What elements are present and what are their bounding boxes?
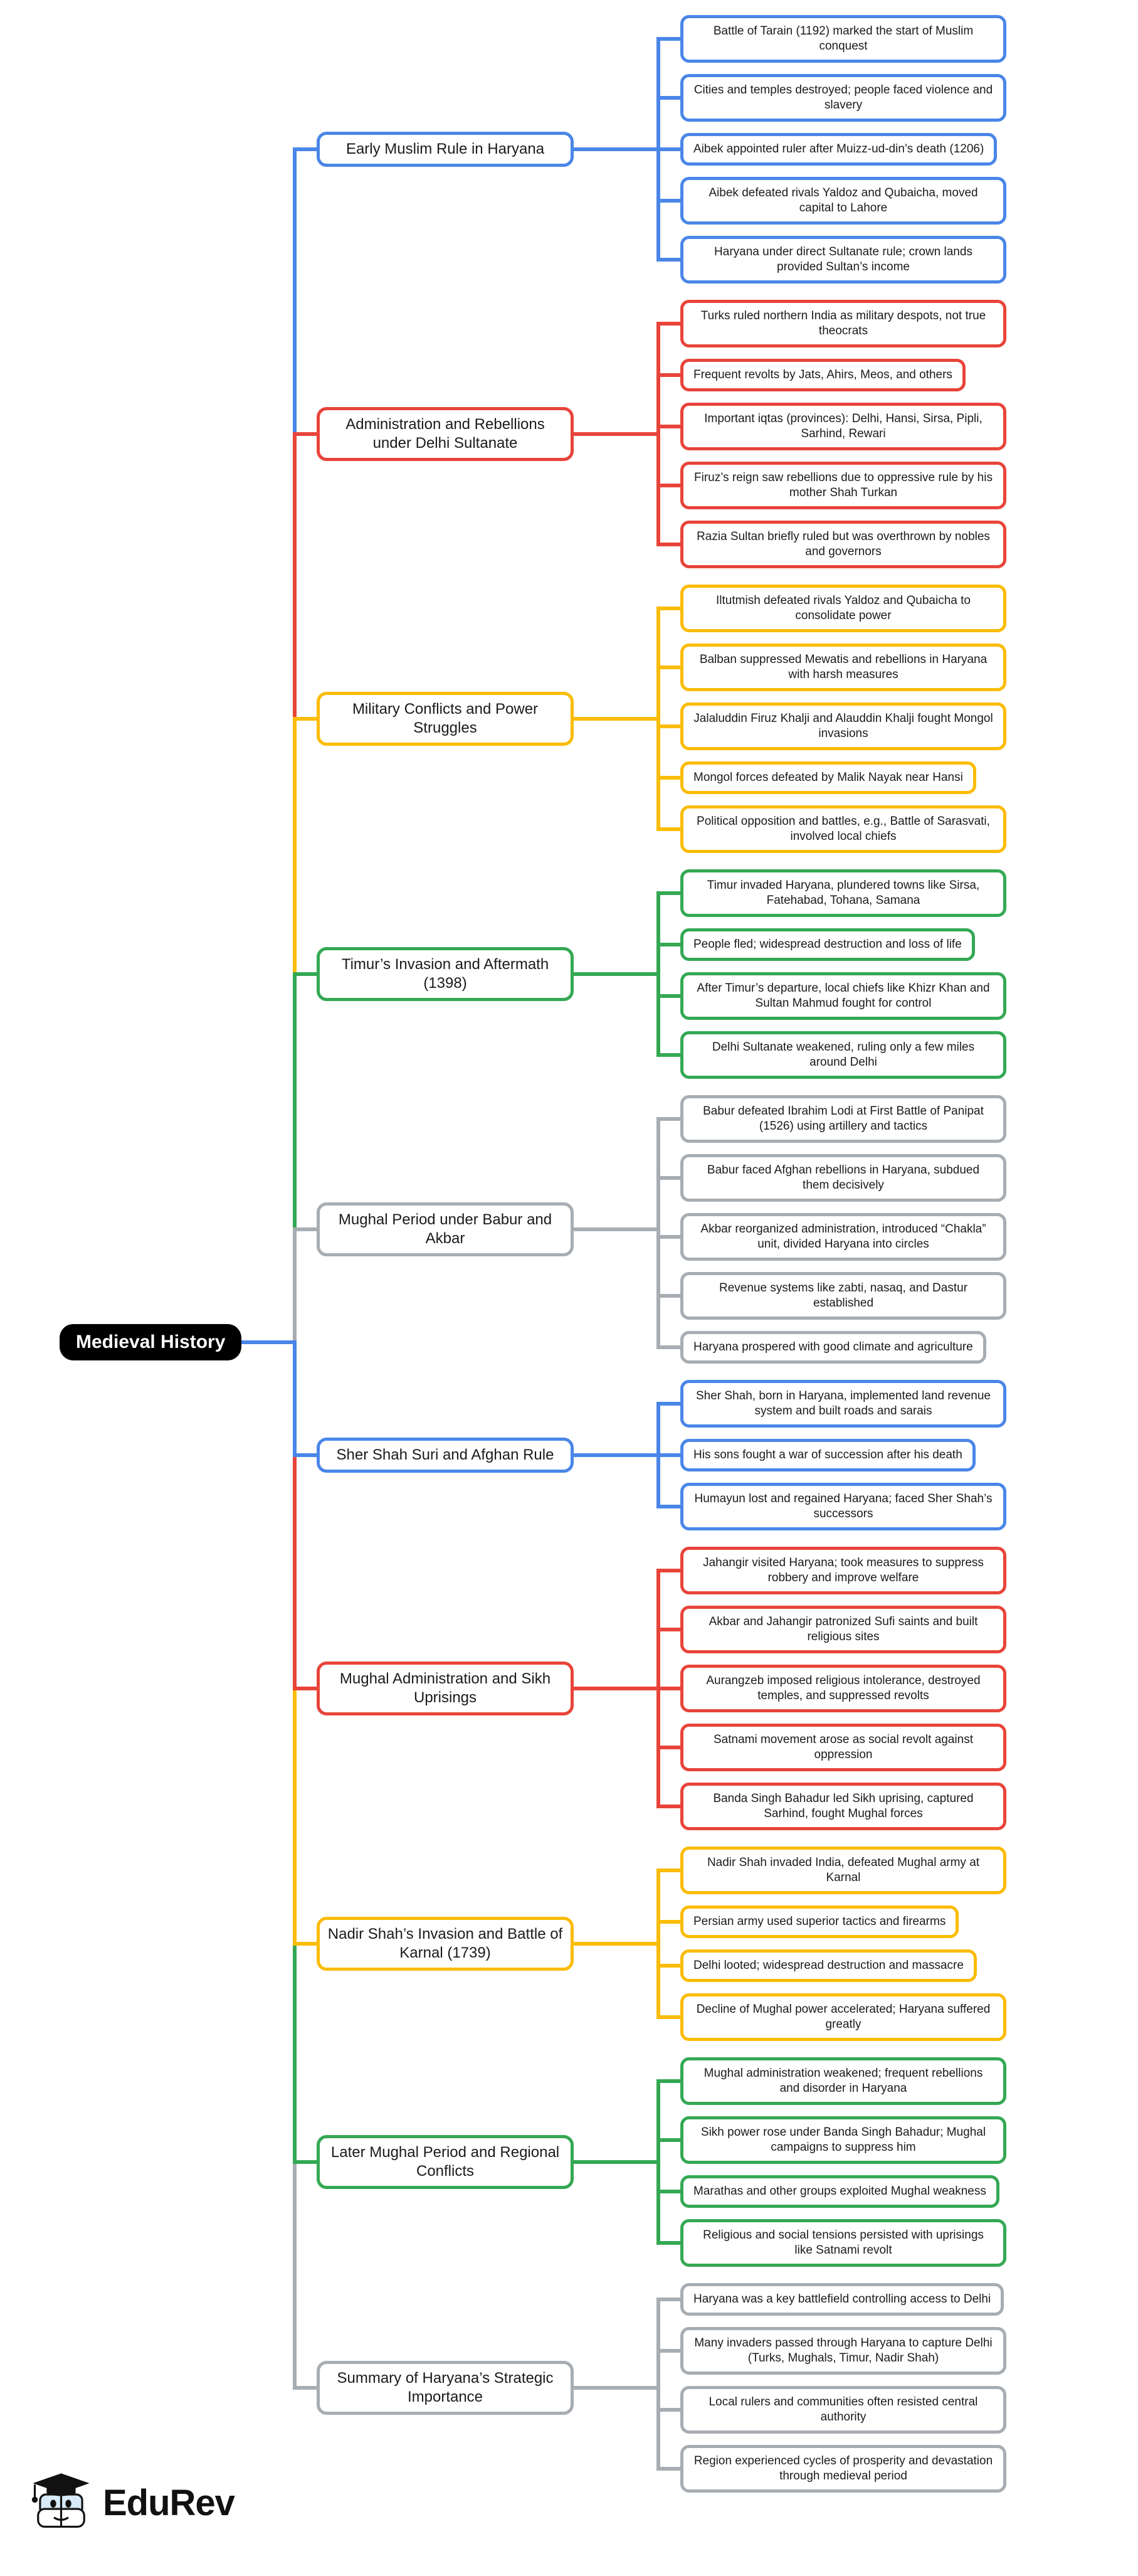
topic-sher-shah-suri: Sher Shah Suri and Afghan Rule — [317, 1438, 574, 1473]
branch-row: Mughal Period under Babur and Akbar Babu… — [0, 1095, 1138, 1364]
topic-timur-invasion: Timur’s Invasion and Aftermath (1398) — [317, 947, 574, 1001]
topic-administration-rebellions: Administration and Rebellions under Delh… — [317, 407, 574, 461]
leaf-group: Iltutmish defeated rivals Yaldoz and Qub… — [680, 585, 1006, 853]
leaf-node: Akbar and Jahangir patronized Sufi saint… — [680, 1606, 1006, 1653]
root-node: Medieval History — [60, 1324, 242, 1360]
leaf-group: Sher Shah, born in Haryana, implemented … — [680, 1380, 1006, 1530]
edurev-wordmark: EduRev — [103, 2482, 235, 2523]
branch-row: Early Muslim Rule in Haryana Battle of T… — [0, 15, 1138, 284]
topic-mughal-babur-akbar: Mughal Period under Babur and Akbar — [317, 1202, 574, 1256]
leaf-node: Mughal administration weakened; frequent… — [680, 2057, 1006, 2105]
leaf-group: Turks ruled northern India as military d… — [680, 300, 1006, 568]
leaf-node: Firuz’s reign saw rebellions due to oppr… — [680, 462, 1006, 509]
leaf-node: Balban suppressed Mewatis and rebellions… — [680, 644, 1006, 691]
branch-row: Administration and Rebellions under Delh… — [0, 300, 1138, 568]
leaf-node: Battle of Tarain (1192) marked the start… — [680, 15, 1006, 63]
leaf-node: Cities and temples destroyed; people fac… — [680, 74, 1006, 122]
leaf-node: Region experienced cycles of prosperity … — [680, 2445, 1006, 2493]
leaf-node: Jahangir visited Haryana; took measures … — [680, 1547, 1006, 1594]
leaf-node: Haryana was a key battlefield controllin… — [680, 2283, 1004, 2316]
branch-row: Later Mughal Period and Regional Conflic… — [0, 2057, 1138, 2267]
leaf-node: Local rulers and communities often resis… — [680, 2386, 1006, 2434]
leaf-node: Decline of Mughal power accelerated; Har… — [680, 1993, 1006, 2041]
leaf-node: Nadir Shah invaded India, defeated Mugha… — [680, 1847, 1006, 1894]
leaf-group: Babur defeated Ibrahim Lodi at First Bat… — [680, 1095, 1006, 1364]
leaf-node: Haryana prospered with good climate and … — [680, 1331, 986, 1364]
edurev-logo: EduRev — [28, 2468, 235, 2537]
leaf-node: Sher Shah, born in Haryana, implemented … — [680, 1380, 1006, 1428]
leaf-node: Political opposition and battles, e.g., … — [680, 805, 1006, 853]
leaf-node: People fled; widespread destruction and … — [680, 928, 975, 961]
leaf-group: Timur invaded Haryana, plundered towns l… — [680, 869, 1006, 1079]
topic-later-mughal-period: Later Mughal Period and Regional Conflic… — [317, 2135, 574, 2189]
leaf-node: Mongol forces defeated by Malik Nayak ne… — [680, 761, 976, 794]
leaf-node: Religious and social tensions persisted … — [680, 2219, 1006, 2267]
leaf-node: Turks ruled northern India as military d… — [680, 300, 1006, 347]
leaf-group: Haryana was a key battlefield controllin… — [680, 2283, 1006, 2493]
topic-military-conflicts: Military Conflicts and Power Struggles — [317, 692, 574, 746]
leaf-node: Revenue systems like zabti, nasaq, and D… — [680, 1272, 1006, 1320]
leaf-node: After Timur’s departure, local chiefs li… — [680, 972, 1006, 1020]
branch-row: Timur’s Invasion and Aftermath (1398) Ti… — [0, 869, 1138, 1079]
leaf-node: Frequent revolts by Jats, Ahirs, Meos, a… — [680, 359, 966, 391]
leaf-node: Razia Sultan briefly ruled but was overt… — [680, 521, 1006, 568]
branch-row: Military Conflicts and Power Struggles I… — [0, 585, 1138, 853]
leaf-node: Important iqtas (provinces): Delhi, Hans… — [680, 403, 1006, 450]
branch-row: Nadir Shah’s Invasion and Battle of Karn… — [0, 1847, 1138, 2041]
leaf-node: Marathas and other groups exploited Mugh… — [680, 2175, 999, 2208]
leaf-node: Banda Singh Bahadur led Sikh uprising, c… — [680, 1783, 1006, 1830]
leaf-node: Babur faced Afghan rebellions in Haryana… — [680, 1154, 1006, 1202]
leaf-node: Persian army used superior tactics and f… — [680, 1905, 959, 1938]
topic-early-muslim-rule: Early Muslim Rule in Haryana — [317, 132, 574, 167]
leaf-node: Many invaders passed through Haryana to … — [680, 2327, 1006, 2375]
leaf-node: Babur defeated Ibrahim Lodi at First Bat… — [680, 1095, 1006, 1143]
leaf-node: His sons fought a war of succession afte… — [680, 1439, 976, 1471]
leaf-node: Aurangzeb imposed religious intolerance,… — [680, 1665, 1006, 1712]
leaf-group: Jahangir visited Haryana; took measures … — [680, 1547, 1006, 1830]
leaf-group: Mughal administration weakened; frequent… — [680, 2057, 1006, 2267]
leaf-node: Humayun lost and regained Haryana; faced… — [680, 1483, 1006, 1530]
branch-row: Mughal Administration and Sikh Uprisings… — [0, 1547, 1138, 1830]
leaf-group: Nadir Shah invaded India, defeated Mugha… — [680, 1847, 1006, 2041]
branch-row: Sher Shah Suri and Afghan Rule Sher Shah… — [0, 1380, 1138, 1530]
leaf-node: Aibek defeated rivals Yaldoz and Qubaich… — [680, 177, 1006, 225]
leaf-node: Satnami movement arose as social revolt … — [680, 1724, 1006, 1771]
edurev-graduation-cap-icon — [28, 2468, 94, 2537]
leaf-node: Haryana under direct Sultanate rule; cro… — [680, 236, 1006, 284]
leaf-node: Iltutmish defeated rivals Yaldoz and Qub… — [680, 585, 1006, 632]
leaf-node: Delhi Sultanate weakened, ruling only a … — [680, 1031, 1006, 1079]
leaf-node: Timur invaded Haryana, plundered towns l… — [680, 869, 1006, 917]
topic-mughal-sikh-uprisings: Mughal Administration and Sikh Uprisings — [317, 1662, 574, 1715]
leaf-group: Battle of Tarain (1192) marked the start… — [680, 15, 1006, 284]
leaf-node: Sikh power rose under Banda Singh Bahadu… — [680, 2116, 1006, 2164]
leaf-node: Aibek appointed ruler after Muizz-ud-din… — [680, 133, 998, 166]
branch-list: Early Muslim Rule in Haryana Battle of T… — [0, 15, 1138, 2493]
leaf-node: Delhi looted; widespread destruction and… — [680, 1949, 977, 1982]
leaf-node: Jalaluddin Firuz Khalji and Alauddin Kha… — [680, 702, 1006, 750]
topic-nadir-shah-karnal: Nadir Shah’s Invasion and Battle of Karn… — [317, 1917, 574, 1971]
topic-summary-strategic-importance: Summary of Haryana’s Strategic Importanc… — [317, 2361, 574, 2415]
leaf-node: Akbar reorganized administration, introd… — [680, 1213, 1006, 1261]
branch-row: Summary of Haryana’s Strategic Importanc… — [0, 2283, 1138, 2493]
